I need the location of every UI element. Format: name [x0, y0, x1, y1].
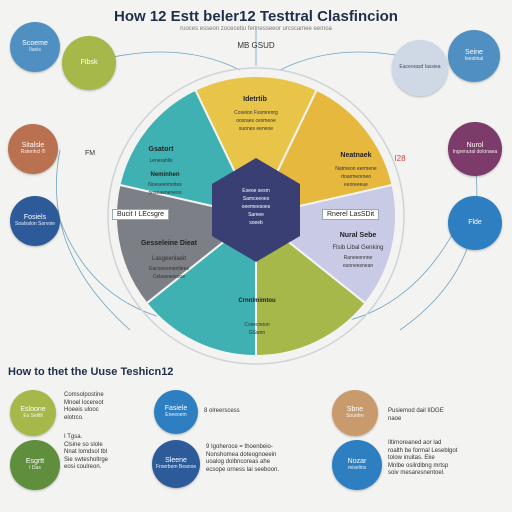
segment-line-3a: Flsib Libal Genking — [332, 245, 384, 251]
label-r12: I28 — [394, 154, 406, 163]
step-title: Nozar — [347, 458, 367, 466]
segment-line-1b: oosraes cesmeoe — [236, 118, 276, 124]
bubble-lower-left[interactable]: Fosiels Soalxslon Sorvoie — [10, 196, 60, 246]
bubble-mid-left[interactable]: Sitalsle Rstenhcl ® — [8, 124, 58, 174]
wheel-segment-4 — [255, 213, 367, 358]
step-title: Sbne — [346, 406, 364, 414]
step-sub: reiselins — [347, 465, 367, 472]
bubble-title: Ftbsk — [80, 58, 98, 66]
step-circle-4[interactable]: Sleene Froerbem Beanoe — [152, 440, 200, 488]
bubble-mid-right[interactable]: Nurol Ingrenural dolonaea — [448, 122, 502, 176]
segment-line-7a: Noeseenmotes — [148, 182, 182, 188]
page-title: How 12 Estt beler12 Testtral Clasfincion — [114, 8, 398, 25]
step-notes-4: 9 Igoheroce = thoenbeio-Nonshomea doteog… — [206, 444, 280, 473]
segment-title-5: Gesseleine Dieat — [140, 240, 198, 247]
segment-line-3c: euoneesnean — [342, 263, 374, 269]
segment-line-1c: suones eeneoe — [238, 126, 274, 132]
segment-line-5b: Eacoseomentlees — [149, 266, 189, 272]
segment-line-5c: Celaaeseeoue — [152, 274, 186, 280]
center-line-4: Samee — [248, 212, 264, 218]
segment-title-6: Gsatort — [148, 146, 174, 153]
step-title: Fasiele — [164, 405, 188, 413]
bubble-sub: Soalxslon Sorvoie — [14, 221, 56, 228]
bubble-sub: Rstenhcl ® — [20, 149, 46, 156]
step-notes-3: 8 olreerscess — [204, 408, 240, 414]
segment-line-3b: Raneeonnne — [343, 255, 373, 261]
step-circle-1[interactable]: Esloone Es Seltill — [10, 390, 56, 436]
segment-title-3: Nural Sebe — [339, 232, 377, 239]
segment-line-2c: eeoreeeue — [344, 182, 368, 188]
segment-title-1: Idetrtib — [243, 96, 267, 103]
bubble-sub: Ieestinal — [464, 56, 484, 63]
segment-line-1a: Coseion Fssmrenrg — [234, 110, 278, 116]
center-line-5: soeeb — [249, 220, 263, 226]
step-circle-6[interactable]: Nozar reiselins — [332, 440, 382, 490]
bubble-top-left-1[interactable]: Scoeme Ilueis — [10, 22, 60, 72]
segment-title-7: Neminhen — [150, 172, 180, 178]
segment-line-4a: Cosecreion — [244, 322, 270, 328]
bubble-title: Seine — [465, 49, 483, 57]
bubble-title: Fosiels — [23, 214, 47, 222]
bubble-title: Scoeme — [22, 40, 48, 48]
segment-line-2b: rtoarmeoroeo — [340, 174, 371, 180]
bubble-top-right-2[interactable]: Eaceorasd Iassiea — [392, 40, 448, 96]
step-sub: Eneeoem — [165, 412, 187, 419]
step-title: Esloone — [20, 406, 46, 414]
page-subtitle: ruoces esseon zocecetiu fennesseeor urcs… — [180, 26, 332, 32]
step-sub: Froerbem Beanoe — [155, 464, 197, 471]
section-heading: How to thet the Uuse Teshicn12 — [8, 366, 174, 378]
center-line-1: Eseoe sesm — [242, 188, 270, 194]
step-circle-3[interactable]: Fasiele Eneeoem — [154, 390, 198, 434]
left-tag: Bucit I LEcsgre — [112, 209, 170, 220]
segment-line-4b: GSwon — [248, 330, 266, 336]
right-tag: Rnerel LasSDit — [322, 209, 380, 220]
step-circle-2[interactable]: Esgrtt I Das — [10, 440, 60, 490]
bubble-title: Flde — [468, 218, 482, 226]
bubble-top-right[interactable]: Seine Ieestinal — [448, 30, 500, 82]
bubble-sub: Ingrenural dolonaea — [452, 149, 498, 156]
center-line-3: oeemeesoes — [241, 204, 271, 210]
wheel-center-label: MB GSUD — [237, 41, 275, 50]
step-sub: Sourdre — [346, 413, 364, 420]
segment-title-4: Crnnlmimtou — [238, 298, 276, 304]
center-line-2: Samceeoes — [242, 196, 270, 202]
step-circle-5[interactable]: Sbne Sourdre — [332, 390, 378, 436]
bubble-lower-right[interactable]: Flde — [448, 196, 502, 250]
step-title: Esgrtt — [25, 458, 45, 466]
segment-line-2a: Natmeon eermene — [335, 166, 377, 172]
wheel-segment-1 — [193, 75, 319, 219]
step-sub: Es Seltill — [23, 413, 43, 420]
bubble-sub: Ilueis — [29, 47, 41, 54]
wheel-segment-5 — [145, 213, 257, 358]
segment-line-7b: ooseaeneneoo — [148, 190, 182, 196]
bubble-sub: Eaceorasd Iassiea — [399, 64, 441, 71]
bubble-title: Sitalsle — [21, 142, 45, 150]
segment-title-2: Neatnaek — [340, 152, 372, 159]
center-hexagon — [212, 158, 300, 262]
segment-line-5a: Lasgeenlaeit — [151, 256, 187, 262]
segment-line-6a: Lenerahlls — [149, 158, 173, 164]
bubble-title: Nurol — [466, 142, 484, 150]
step-sub: I Das — [29, 465, 41, 472]
bubble-top-left-2[interactable]: Ftbsk — [62, 36, 116, 90]
step-title: Sleene — [165, 457, 187, 465]
label-ft: FM — [84, 150, 96, 157]
